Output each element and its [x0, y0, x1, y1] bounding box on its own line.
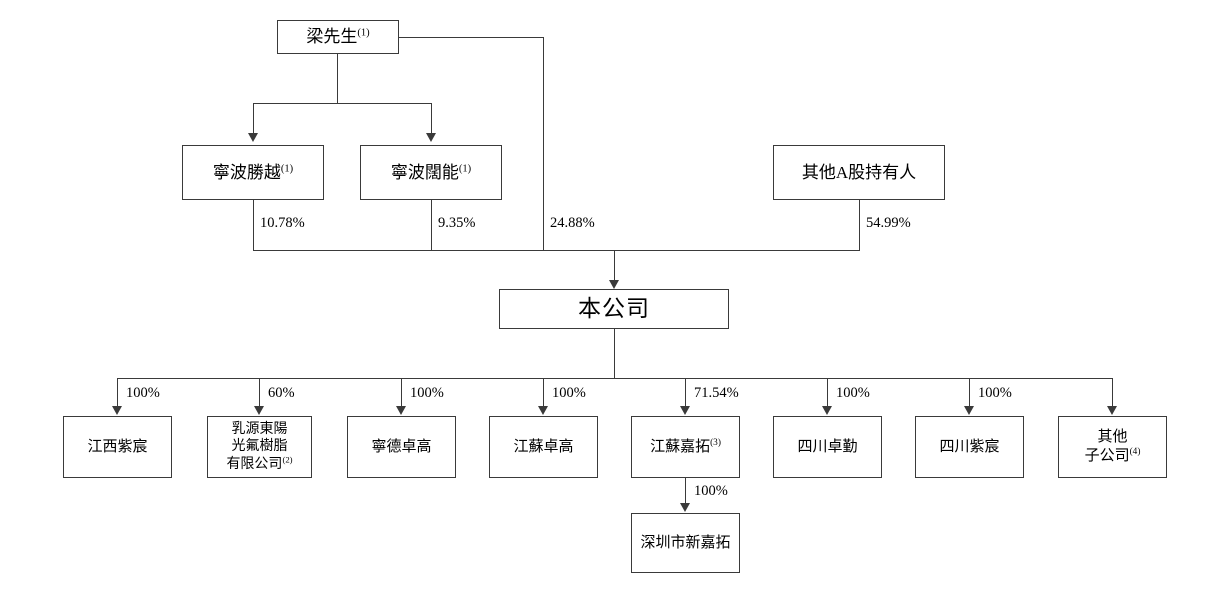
node-shenzhen-xinjiatuo-label: 深圳市新嘉拓: [640, 534, 731, 551]
connector-to-sichuan-zichen: [969, 378, 971, 408]
node-ningbo-kuoneng-label: 寧波闊能(1): [390, 162, 472, 182]
pct-company-to-sichuan-zichen: 100%: [978, 385, 1012, 401]
pct-chairman-to-company: 24.88%: [550, 215, 595, 231]
node-ruyuan-dongyang: 乳源東陽 光氟樹脂 有限公司(2): [207, 416, 312, 478]
connector-merge-bus: [253, 250, 860, 252]
node-other-a-shareholders: 其他A股持有人: [773, 145, 945, 200]
node-jiangxi-zichen: 江西紫宸: [63, 416, 172, 478]
node-ningde-zhuogao-label: 寧德卓高: [371, 438, 432, 455]
node-jiangsu-zhuogao: 江蘇卓高: [489, 416, 598, 478]
connector-to-jiangxi-zichen: [117, 378, 119, 408]
node-sichuan-zhuoqin-label: 四川卓勤: [797, 438, 858, 455]
arrowhead-to-jiangsu-zhuogao: [538, 406, 548, 415]
connector-chairman-direct-h: [399, 37, 544, 39]
connector-chairman-bus: [253, 103, 432, 105]
arrowhead-to-ningde-zhuogao: [396, 406, 406, 415]
pct-company-to-ruyuan-dongyang: 60%: [268, 385, 295, 401]
pct-company-to-jiangxi-zichen: 100%: [126, 385, 160, 401]
pct-other-a-to-company: 54.99%: [866, 215, 911, 231]
arrowhead-jiatuo-to-xinjiatuo: [680, 503, 690, 512]
connector-to-ningde-zhuogao: [401, 378, 403, 408]
node-ningbo-shengyue: 寧波勝越(1): [182, 145, 324, 200]
pct-company-to-jiangsu-jiatuo: 71.54%: [694, 385, 739, 401]
arrowhead-to-jiangxi-zichen: [112, 406, 122, 415]
arrowhead-to-jiangsu-jiatuo: [680, 406, 690, 415]
node-ningde-zhuogao: 寧德卓高: [347, 416, 456, 478]
arrowhead-to-sichuan-zichen: [964, 406, 974, 415]
connector-bus-to-company: [614, 250, 616, 282]
node-ningbo-kuoneng: 寧波闊能(1): [360, 145, 502, 200]
node-sichuan-zichen: 四川紫宸: [915, 416, 1024, 478]
node-other-a-shareholders-label: 其他A股持有人: [801, 162, 917, 182]
node-chairman: 梁先生(1): [277, 20, 399, 54]
node-ningbo-shengyue-note: (1): [280, 163, 294, 175]
pct-company-to-jiangsu-zhuogao: 100%: [552, 385, 586, 401]
arrowhead-to-ruyuan-dongyang: [254, 406, 264, 415]
pct-jiatuo-to-xinjiatuo: 100%: [694, 483, 728, 499]
node-company-label: 本公司: [578, 295, 650, 321]
node-other-subsidiaries-note: (4): [1129, 447, 1141, 457]
connector-kuoneng-drop: [431, 200, 433, 251]
connector-jiatuo-to-xinjiatuo: [685, 478, 687, 505]
connector-to-jiangsu-jiatuo: [685, 378, 687, 408]
pct-kuoneng-to-company: 9.35%: [438, 215, 476, 231]
node-sichuan-zichen-label: 四川紫宸: [939, 438, 1000, 455]
node-jiangxi-zichen-label: 江西紫宸: [87, 438, 148, 455]
connector-chairman-direct-v: [543, 37, 545, 251]
arrowhead-to-other-subsidiaries: [1107, 406, 1117, 415]
connector-to-sichuan-zhuoqin: [827, 378, 829, 408]
arrowhead-to-sichuan-zhuoqin: [822, 406, 832, 415]
node-chairman-label: 梁先生(1): [306, 27, 370, 47]
node-other-subsidiaries-label: 其他 子公司(4): [1084, 429, 1141, 464]
connector-chairman-stem: [337, 54, 339, 104]
arrowhead-chairman-to-shengyue: [248, 133, 258, 142]
connector-company-stem: [614, 329, 616, 379]
pct-company-to-sichuan-zhuoqin: 100%: [836, 385, 870, 401]
connector-shengyue-drop: [253, 200, 255, 251]
pct-company-to-ningde-zhuogao: 100%: [410, 385, 444, 401]
node-company: 本公司: [499, 289, 729, 329]
connector-subsidiary-bus: [117, 378, 1113, 380]
node-other-subsidiaries: 其他 子公司(4): [1058, 416, 1167, 478]
node-jiangsu-zhuogao-label: 江蘇卓高: [513, 438, 574, 455]
node-jiangsu-jiatuo-label: 江蘇嘉拓(3): [650, 437, 721, 455]
connector-other-a-drop: [859, 200, 861, 251]
node-jiangsu-jiatuo-note: (3): [710, 437, 721, 448]
arrowhead-bus-to-company: [609, 280, 619, 289]
connector-to-other-subsidiaries: [1112, 378, 1114, 408]
node-jiangsu-jiatuo: 江蘇嘉拓(3): [631, 416, 740, 478]
node-ruyuan-dongyang-note: (2): [282, 454, 293, 465]
connector-to-jiangsu-zhuogao: [543, 378, 545, 408]
node-ningbo-kuoneng-note: (1): [458, 163, 472, 175]
node-ningbo-shengyue-label: 寧波勝越(1): [212, 162, 294, 182]
connector-chairman-to-kuoneng: [431, 103, 433, 135]
node-ruyuan-dongyang-label: 乳源東陽 光氟樹脂 有限公司(2): [226, 421, 293, 472]
node-shenzhen-xinjiatuo: 深圳市新嘉拓: [631, 513, 740, 573]
arrowhead-chairman-to-kuoneng: [426, 133, 436, 142]
connector-to-ruyuan-dongyang: [259, 378, 261, 408]
connector-chairman-to-shengyue: [253, 103, 255, 135]
node-sichuan-zhuoqin: 四川卓勤: [773, 416, 882, 478]
node-chairman-note: (1): [357, 27, 370, 39]
pct-shengyue-to-company: 10.78%: [260, 215, 305, 231]
